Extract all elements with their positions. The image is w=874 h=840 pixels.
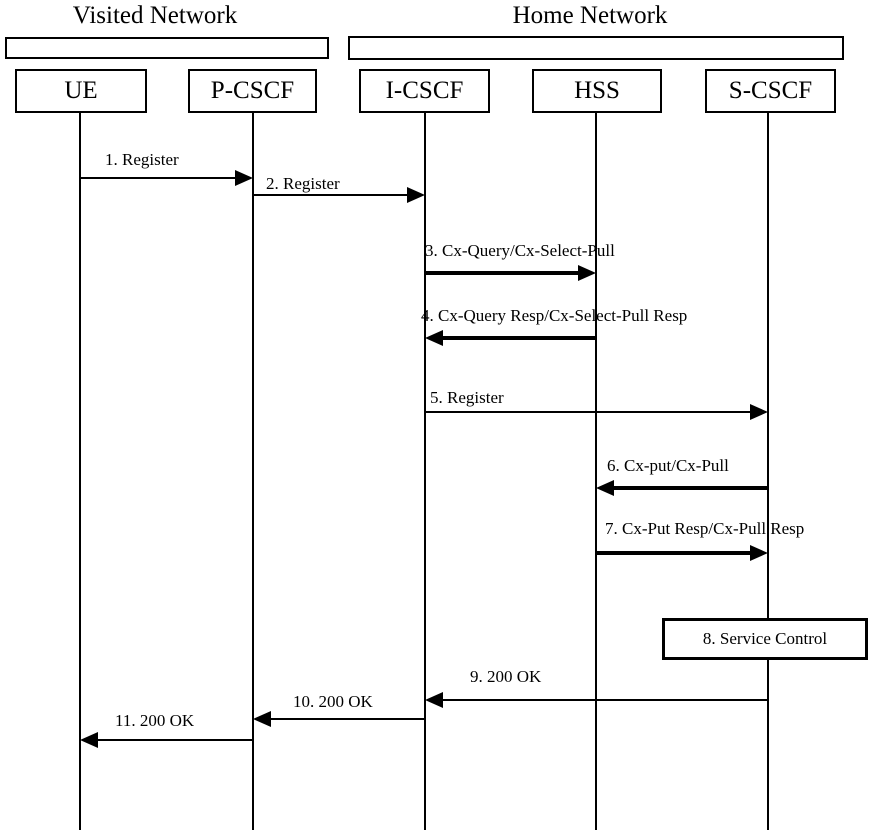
message-3-arrowhead-right-icon (578, 265, 596, 281)
message-11-label: 11. 200 OK (115, 711, 195, 730)
entity-label-ue: UE (64, 77, 98, 104)
message-5-arrowhead-right-icon (750, 404, 768, 420)
message-4-arrowhead-left-icon (425, 330, 443, 346)
network-bracket-home (348, 36, 844, 60)
lifeline-hss (595, 113, 597, 830)
message-11-line (98, 739, 253, 741)
message-9-line (443, 699, 768, 701)
entity-box-pcscf: P-CSCF (188, 69, 317, 113)
message-2-line (253, 194, 407, 196)
entity-label-scscf: S-CSCF (728, 77, 813, 104)
lifeline-icscf (424, 113, 426, 830)
network-bracket-visited (5, 37, 329, 59)
message-5-label: 5. Register (430, 388, 504, 407)
message-10-line (271, 718, 425, 720)
message-5-line (425, 411, 750, 413)
message-7-line (596, 551, 750, 555)
network-title-visited: Visited Network (72, 2, 238, 29)
entity-box-scscf: S-CSCF (705, 69, 836, 113)
message-7-label: 7. Cx-Put Resp/Cx-Pull Resp (605, 519, 805, 538)
message-1-arrowhead-right-icon (235, 170, 253, 186)
message-9-label: 9. 200 OK (470, 667, 542, 686)
lifeline-scscf (767, 113, 769, 830)
entity-box-hss: HSS (532, 69, 662, 113)
entity-label-pcscf: P-CSCF (210, 77, 295, 104)
message-11-arrowhead-left-icon (80, 732, 98, 748)
message-3-label: 3. Cx-Query/Cx-Select-Pull (425, 241, 615, 260)
message-10-arrowhead-left-icon (253, 711, 271, 727)
message-4-line (443, 336, 596, 340)
message-3-line (425, 271, 578, 275)
lifeline-pcscf (252, 113, 254, 830)
message-7-arrowhead-right-icon (750, 545, 768, 561)
entity-box-icscf: I-CSCF (359, 69, 490, 113)
message-10-label: 10. 200 OK (293, 692, 373, 711)
entity-label-hss: HSS (574, 77, 620, 104)
network-title-home: Home Network (512, 2, 668, 29)
message-2-arrowhead-right-icon (407, 187, 425, 203)
message-6-arrowhead-left-icon (596, 480, 614, 496)
message-1-line (80, 177, 235, 179)
message-4-label: 4. Cx-Query Resp/Cx-Select-Pull Resp (421, 306, 688, 325)
entity-box-ue: UE (15, 69, 147, 113)
message-1-label: 1. Register (105, 150, 179, 169)
message-6-line (614, 486, 768, 490)
service-control-box: 8. Service Control (662, 618, 868, 660)
entity-label-icscf: I-CSCF (385, 77, 464, 104)
message-9-arrowhead-left-icon (425, 692, 443, 708)
message-2-label: 2. Register (266, 174, 340, 193)
lifeline-ue (79, 113, 81, 830)
message-6-label: 6. Cx-put/Cx-Pull (607, 456, 729, 475)
service-control-label: 8. Service Control (702, 629, 828, 648)
